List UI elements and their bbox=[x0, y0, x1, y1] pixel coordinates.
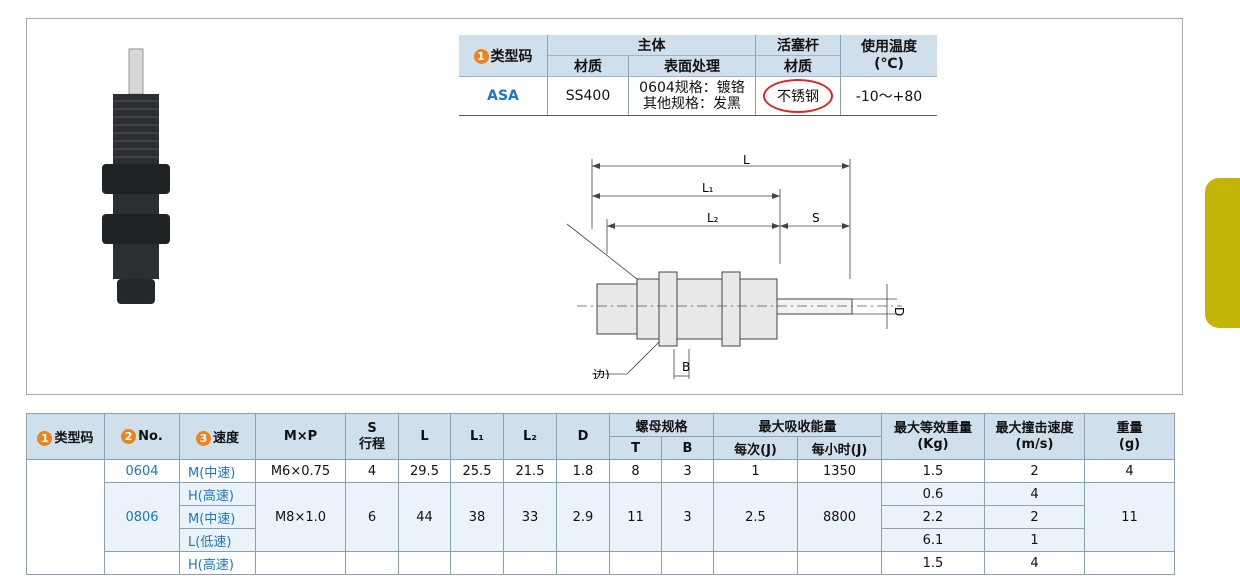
cell: 3 bbox=[661, 459, 714, 483]
cell: 0.6 bbox=[881, 482, 985, 506]
dim-L2: L₂ bbox=[707, 211, 719, 225]
cell: 4 bbox=[984, 482, 1085, 506]
spec-surface-value: 0604规格：镀铬其他规格：发黑 bbox=[628, 76, 756, 116]
cell: 2.5 bbox=[713, 482, 798, 552]
dimension-diagram: L L₁ L₂ S D B 边) bbox=[566, 154, 906, 379]
cell: 1350 bbox=[797, 459, 882, 483]
cell: 38 bbox=[450, 482, 504, 552]
col-mass: 最大等效重量(Kg) bbox=[881, 413, 985, 460]
cell: 44 bbox=[398, 482, 451, 552]
cell: 21.5 bbox=[503, 459, 557, 483]
cell: 4 bbox=[984, 551, 1085, 575]
speed-link[interactable]: H(高速) bbox=[179, 482, 256, 506]
dim-D: D bbox=[892, 307, 906, 316]
col-B: B bbox=[661, 436, 714, 460]
col-vel: 最大撞击速度(m/s) bbox=[984, 413, 1085, 460]
cell: 33 bbox=[503, 482, 557, 552]
spec-material-header: 材质 bbox=[547, 55, 629, 77]
col-absorb: 最大吸收能量 bbox=[713, 413, 882, 437]
speed-link[interactable]: M(中速) bbox=[179, 505, 256, 529]
spec-rod-material-value: 不锈钢 bbox=[755, 76, 841, 116]
spec-material-value: SS400 bbox=[547, 76, 629, 116]
cell bbox=[345, 551, 399, 575]
cell bbox=[797, 551, 882, 575]
speed-link[interactable]: M(中速) bbox=[179, 459, 256, 483]
spec-type-value: ASA bbox=[459, 76, 548, 116]
cell: M8×1.0 bbox=[255, 482, 346, 552]
dim-S: S bbox=[812, 211, 820, 225]
cell: 3 bbox=[661, 482, 714, 552]
no-link[interactable]: 0806 bbox=[104, 482, 180, 552]
col-nut: 螺母规格 bbox=[609, 413, 714, 437]
col-L: L bbox=[398, 413, 451, 460]
table-row: 0604 M(中速) M6×0.75 4 29.5 25.5 21.5 1.8 … bbox=[26, 459, 1175, 575]
cell: 1.5 bbox=[881, 551, 985, 575]
col-L1: L₁ bbox=[450, 413, 504, 460]
col-T: T bbox=[609, 436, 662, 460]
col-per: 每次(J) bbox=[713, 436, 798, 460]
cell: 1 bbox=[713, 459, 798, 483]
col-mxp: M×P bbox=[255, 413, 346, 460]
diagram-note: 边) bbox=[593, 368, 610, 379]
cell bbox=[556, 551, 610, 575]
cell: 1.8 bbox=[556, 459, 610, 483]
col-D: D bbox=[556, 413, 610, 460]
spec-rod-header: 活塞杆 bbox=[755, 35, 841, 56]
cell bbox=[255, 551, 346, 575]
cell bbox=[1084, 551, 1175, 575]
cell: 11 bbox=[609, 482, 662, 552]
speed-link[interactable]: H(高速) bbox=[179, 551, 256, 575]
speed-link[interactable]: L(低速) bbox=[179, 528, 256, 552]
spec-temp-value: -10～+80 bbox=[840, 76, 937, 116]
cell: 4 bbox=[1084, 459, 1175, 483]
cell: M6×0.75 bbox=[255, 459, 346, 483]
spec-rod-material-header: 材质 bbox=[755, 55, 841, 77]
cell bbox=[661, 551, 714, 575]
cell: 8800 bbox=[797, 482, 882, 552]
cell: 6 bbox=[345, 482, 399, 552]
type-cell bbox=[26, 459, 105, 575]
cell: 1.5 bbox=[881, 459, 985, 483]
cell: 2 bbox=[984, 459, 1085, 483]
cell bbox=[450, 551, 504, 575]
no-link[interactable]: 0604 bbox=[104, 459, 180, 483]
cell: 2 bbox=[984, 505, 1085, 529]
cell: 29.5 bbox=[398, 459, 451, 483]
cell: 2.9 bbox=[556, 482, 610, 552]
cell: 2.2 bbox=[881, 505, 985, 529]
highlight-circle: 不锈钢 bbox=[763, 79, 833, 113]
cell: 8 bbox=[609, 459, 662, 483]
cell bbox=[104, 551, 180, 575]
shock-absorber-photo bbox=[102, 48, 170, 304]
cell bbox=[503, 551, 557, 575]
spec-temp-header: 使用温度(℃) bbox=[840, 35, 937, 77]
cell bbox=[609, 551, 662, 575]
cell bbox=[713, 551, 798, 575]
cell: 11 bbox=[1084, 482, 1175, 552]
dim-L1: L₁ bbox=[702, 181, 714, 195]
spec-body-header: 主体 bbox=[547, 35, 756, 56]
table-row: H(高速) 1.5 4 bbox=[27, 551, 1175, 575]
col-hour: 每小时(J) bbox=[797, 436, 882, 460]
cell: 25.5 bbox=[450, 459, 504, 483]
col-L2: L₂ bbox=[503, 413, 557, 460]
side-tab[interactable] bbox=[1205, 178, 1240, 328]
dim-B: B bbox=[682, 360, 690, 374]
col-weight: 重量(g) bbox=[1084, 413, 1175, 460]
cell: 1 bbox=[984, 528, 1085, 552]
cell: 6.1 bbox=[881, 528, 985, 552]
spec-surface-header: 表面处理 bbox=[628, 55, 756, 77]
dim-L: L bbox=[743, 154, 750, 167]
cell bbox=[398, 551, 451, 575]
cell: 4 bbox=[345, 459, 399, 483]
table-row: 0806 H(高速) M8×1.0 6 44 38 33 2.9 11 3 2.… bbox=[26, 482, 1175, 552]
